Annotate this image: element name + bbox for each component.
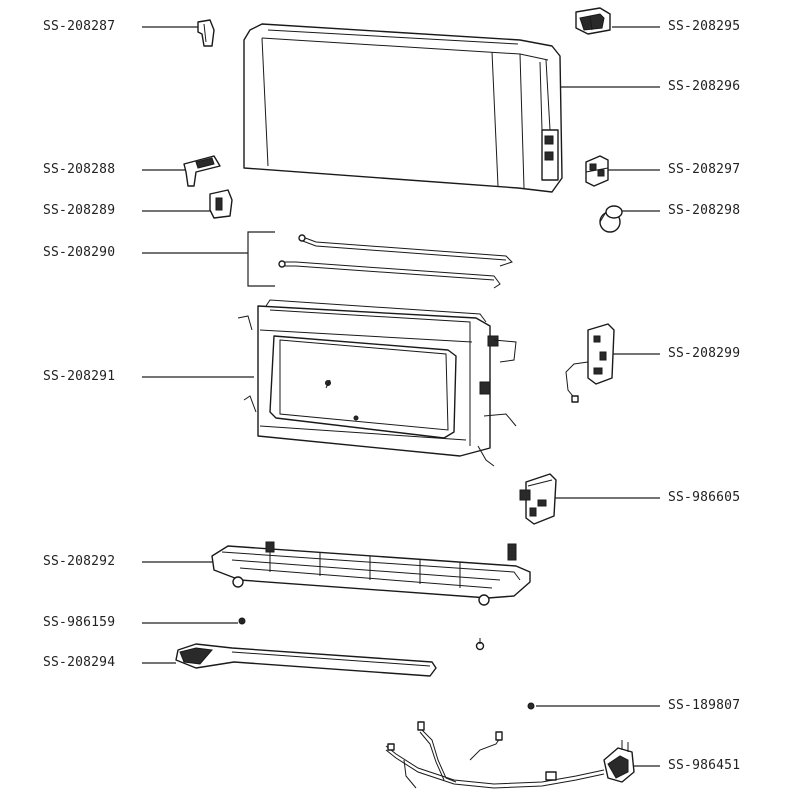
part-208289-bracket (209, 189, 233, 219)
label-ss-986159: SS-986159 (43, 615, 116, 630)
part-208298-knob (599, 205, 623, 233)
label-ss-208294: SS-208294 (43, 655, 116, 670)
part-986451-cord (385, 721, 635, 789)
leader-lines (142, 26, 660, 767)
part-208297-switch (585, 155, 609, 187)
part-208290-rods (278, 234, 513, 289)
part-208296-housing (243, 23, 563, 193)
part-screw-center (475, 638, 485, 651)
label-ss-208290: SS-208290 (43, 245, 116, 260)
part-986159-screw (238, 617, 246, 625)
label-ss-189807: SS-189807 (668, 698, 741, 713)
label-ss-208296: SS-208296 (668, 79, 741, 94)
label-ss-208291: SS-208291 (43, 369, 116, 384)
label-ss-986605: SS-986605 (668, 490, 741, 505)
label-ss-208297: SS-208297 (668, 162, 741, 177)
label-ss-208289: SS-208289 (43, 203, 116, 218)
part-986605-pcb (519, 473, 557, 525)
part-189807-screw (527, 702, 535, 710)
label-ss-208295: SS-208295 (668, 19, 741, 34)
leader-208290 (247, 231, 275, 287)
part-208292-base (211, 541, 531, 606)
part-208291-frame (237, 299, 517, 467)
part-208294-tray (175, 643, 437, 677)
label-ss-208298: SS-208298 (668, 203, 741, 218)
label-ss-208299: SS-208299 (668, 346, 741, 361)
part-208288-lever (183, 155, 221, 187)
part-208287-clip (197, 19, 215, 47)
part-208299-board (565, 323, 615, 403)
label-ss-208292: SS-208292 (43, 554, 116, 569)
label-ss-986451: SS-986451 (668, 758, 741, 773)
part-208295-cap (575, 7, 611, 35)
label-ss-208287: SS-208287 (43, 19, 116, 34)
label-ss-208288: SS-208288 (43, 162, 116, 177)
